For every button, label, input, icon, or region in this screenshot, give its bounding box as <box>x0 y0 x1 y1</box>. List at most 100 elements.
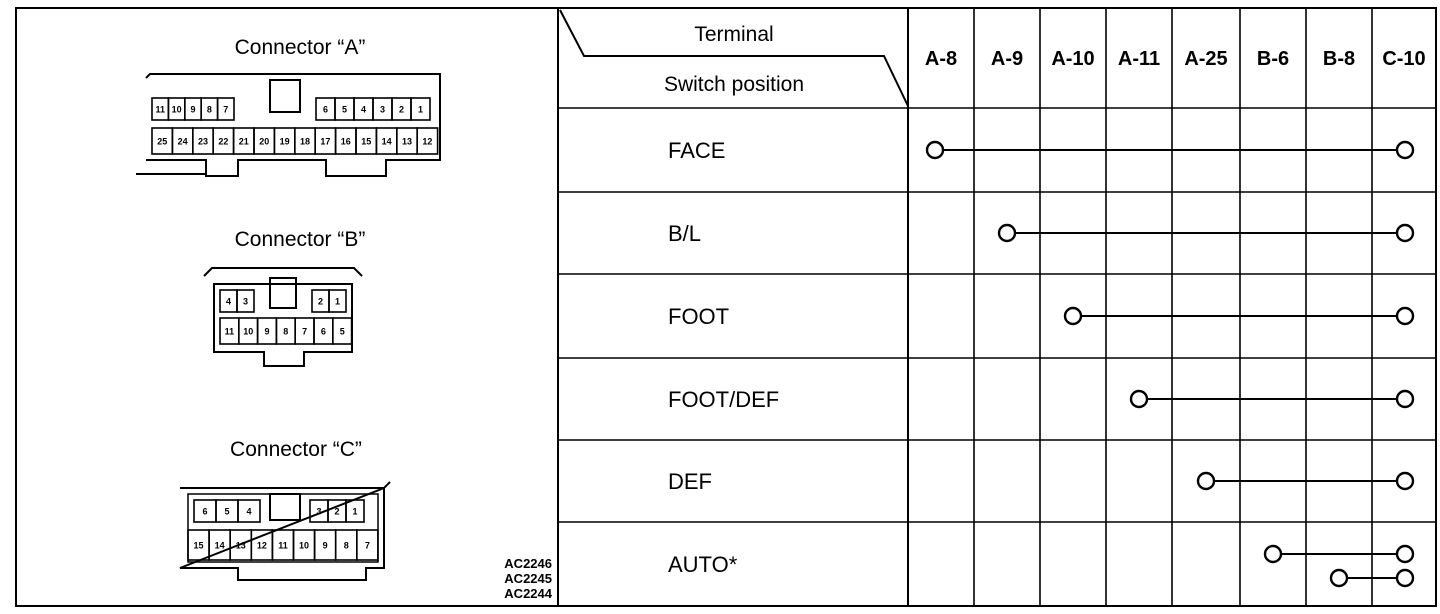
terminal-node <box>925 140 945 160</box>
terminal-header-a-10: A-10 <box>1051 48 1094 70</box>
connector-c-pin-label: 3 <box>316 507 321 517</box>
connector-a-pin-label: 21 <box>239 137 249 147</box>
terminal-header-a-25: A-25 <box>1184 48 1227 70</box>
connector-a-pin-label: 22 <box>218 137 228 147</box>
connector-a-pin-label: 8 <box>207 105 212 115</box>
terminal-node <box>1196 471 1216 491</box>
terminal-node <box>1329 568 1349 588</box>
connector-a-pin-label: 25 <box>157 137 167 147</box>
connector-b-key <box>269 277 297 309</box>
terminal-node <box>1263 544 1283 564</box>
connector-c-pin-label: 8 <box>344 541 349 551</box>
connector-b-pin-label: 5 <box>340 327 345 337</box>
connector-a-pin-label: 6 <box>323 105 328 115</box>
terminal-header-b-6: B-6 <box>1257 48 1289 70</box>
connector-a-pin-label: 5 <box>342 105 347 115</box>
terminal-node <box>1395 389 1415 409</box>
connector-a-pin-label: 1 <box>418 105 423 115</box>
terminal-node <box>1063 306 1083 326</box>
connector-a-pin-label: 20 <box>259 137 269 147</box>
terminal-header-a-11: A-11 <box>1118 48 1160 70</box>
connector-a-pin-label: 3 <box>380 105 385 115</box>
connector-c-pin-label: 9 <box>323 541 328 551</box>
connector-a-pin-label: 2 <box>399 105 404 115</box>
connector-b-outline <box>213 283 353 367</box>
connector-a-pin-label: 19 <box>280 137 290 147</box>
connector-a-pin-label: 14 <box>382 137 392 147</box>
connector-a-pin-label: 18 <box>300 137 310 147</box>
connector-b-pin-label: 4 <box>226 297 231 307</box>
connector-b-pin-label: 9 <box>264 327 269 337</box>
connector-c-key <box>269 493 301 521</box>
connector-b-pin-cell <box>328 289 347 313</box>
connector-c-pin-label: 2 <box>334 507 339 517</box>
switch-position-label: FOOT <box>668 304 729 329</box>
connector-a-pin-cell <box>216 97 235 121</box>
connector-b-pin-label: 8 <box>283 327 288 337</box>
connector-a-pin-label: 15 <box>361 137 371 147</box>
connector-a-pin-label: 7 <box>223 105 228 115</box>
connector-b-pin-label: 3 <box>243 297 248 307</box>
terminal-header-c-10: C-10 <box>1382 48 1425 70</box>
connector-a-pin-label: 11 <box>155 105 165 115</box>
connector-b-pin-label: 11 <box>225 327 235 337</box>
connector-c-pin-label: 1 <box>352 507 357 517</box>
connector-b-clip <box>203 267 363 277</box>
terminal-node <box>1129 389 1149 409</box>
connector-c-pin-label: 7 <box>365 541 370 551</box>
connector-c-pin-cell <box>355 529 379 561</box>
switch-position-label: FOOT/DEF <box>668 387 779 412</box>
connector-c-pin-label: 15 <box>194 541 204 551</box>
outer-border <box>15 7 1437 607</box>
connector-a-pin-label: 12 <box>422 137 432 147</box>
switch-position-label: FACE <box>668 138 725 163</box>
terminal-node <box>1395 140 1415 160</box>
connector-c-pin-label: 10 <box>299 541 309 551</box>
figure-code-1: AC2246 <box>504 556 552 571</box>
terminal-header-a-8: A-8 <box>925 48 957 70</box>
connector-a-pin-cell <box>416 127 439 155</box>
terminal-node <box>1395 471 1415 491</box>
connector-c-pin-label: 5 <box>224 507 229 517</box>
connector-a-pin-label: 24 <box>178 137 188 147</box>
connector-b-pin-label: 7 <box>302 327 307 337</box>
switch-position-label: B/L <box>668 221 701 246</box>
connector-c-pin-label: 14 <box>215 541 225 551</box>
connector-a-pin-label: 13 <box>402 137 412 147</box>
connector-a-pin-label: 16 <box>341 137 351 147</box>
terminal-node <box>997 223 1017 243</box>
header-terminal: Terminal <box>694 23 773 46</box>
terminal-node <box>1395 223 1415 243</box>
figure-code-3: AC2244 <box>504 586 552 601</box>
connector-c-pin-label: 4 <box>246 507 251 517</box>
terminal-header-a-9: A-9 <box>991 48 1023 70</box>
connector-c-pin-cell <box>345 499 365 523</box>
terminal-header-b-8: B-8 <box>1323 48 1355 70</box>
connector-a-pin-label: 23 <box>198 137 208 147</box>
connector-c-pin-label: 11 <box>278 541 288 551</box>
connector-b-pin-label: 1 <box>335 297 340 307</box>
connector-b-title: Connector “B” <box>235 228 366 251</box>
figure-code-2: AC2245 <box>504 571 552 586</box>
connector-a-key <box>269 79 301 113</box>
switch-position-label: AUTO* <box>668 552 738 577</box>
header-diagonal-divider <box>559 9 909 107</box>
connector-b-pin-cell <box>331 317 353 345</box>
terminal-node <box>1395 306 1415 326</box>
switch-position-label: DEF <box>668 469 712 494</box>
header-switch-position: Switch position <box>664 73 804 96</box>
connector-b-pin-cell <box>236 289 255 313</box>
connector-a-pin-label: 4 <box>361 105 366 115</box>
connector-b-pin-label: 2 <box>318 297 323 307</box>
connector-a-pin-label: 10 <box>172 105 182 115</box>
connector-c-outline <box>179 481 391 581</box>
connector-a-pin-cell <box>410 97 431 121</box>
terminal-node <box>1395 568 1415 588</box>
connector-a-pin-label: 9 <box>190 105 195 115</box>
connector-a-title: Connector “A” <box>235 36 366 59</box>
